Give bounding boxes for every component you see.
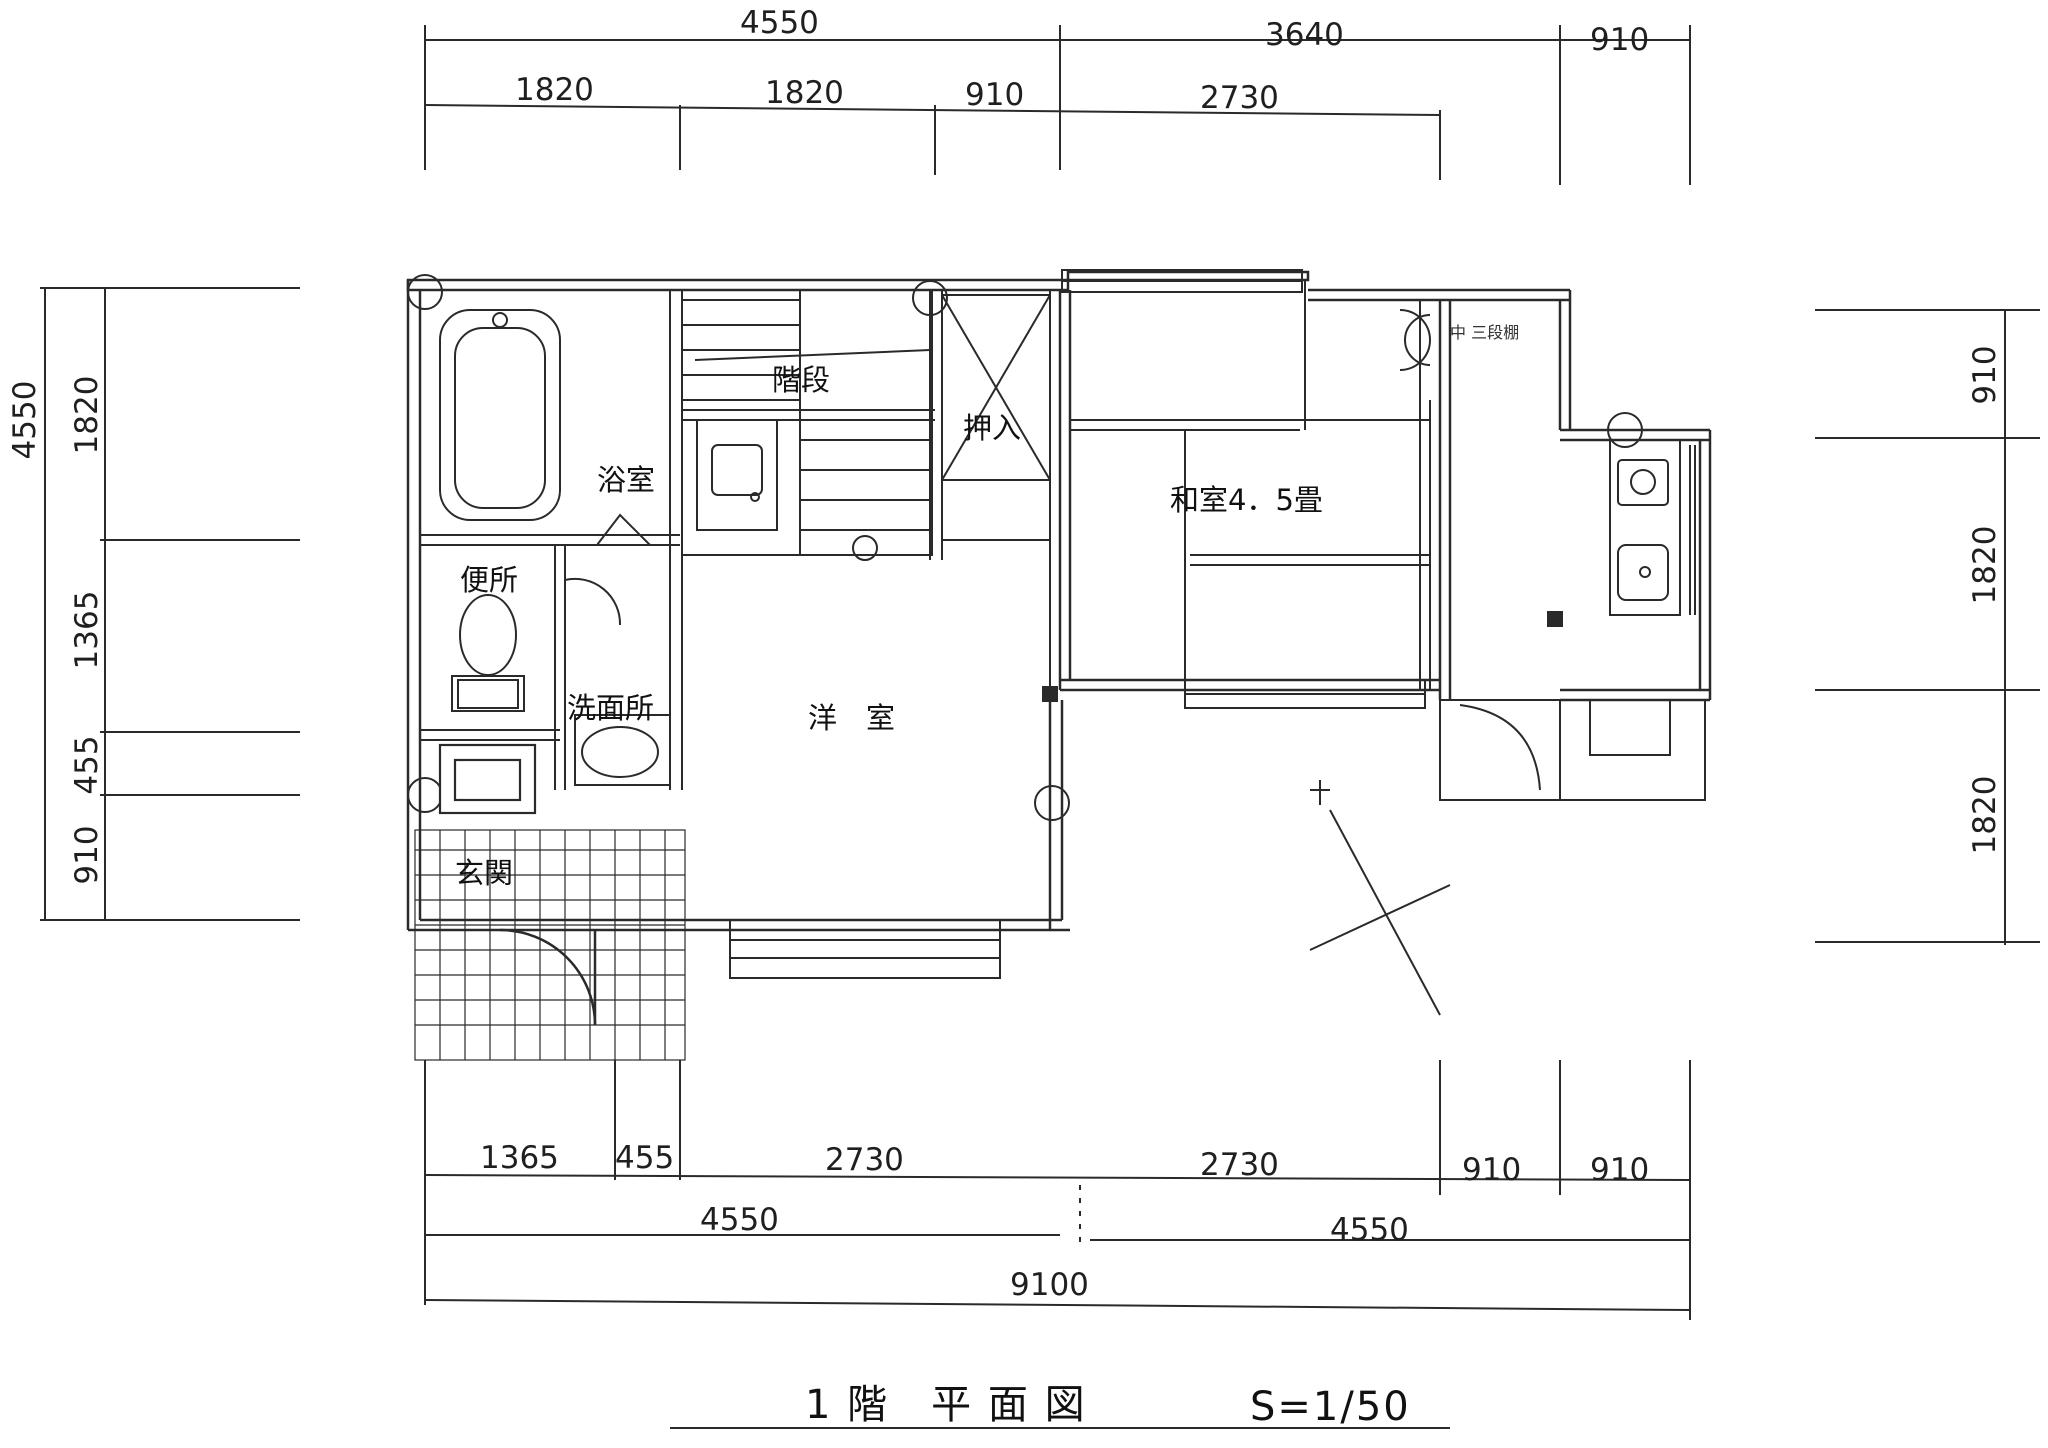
entrance-box xyxy=(438,743,537,815)
bottom-dimension-lines xyxy=(424,1060,1691,1320)
outer-walls xyxy=(406,270,1712,932)
label-stairs: 階段 xyxy=(772,363,830,397)
dim-left-seg-3: 910 xyxy=(69,825,105,884)
dim-left-total: 4550 xyxy=(7,381,43,460)
dim-left-0-wrap: 1820 xyxy=(69,376,105,455)
dim-bottom-total: 9100 xyxy=(1010,1267,1089,1303)
dim-top-row2-3: 2730 xyxy=(1200,80,1279,116)
dim-left-seg-1: 1365 xyxy=(69,591,105,670)
dim-left-seg-0: 1820 xyxy=(69,376,105,455)
appliance-box-icon xyxy=(696,419,778,531)
drawing-title: 1 階 平 面 図 xyxy=(805,1382,1087,1428)
dim-bottom-4550b: 4550 xyxy=(1330,1212,1409,1248)
label-bath: 浴室 xyxy=(597,463,655,497)
dim-right-2-wrap: 1820 xyxy=(1967,776,2003,855)
dim-right-1-wrap: 1820 xyxy=(1967,526,2003,605)
kitchen-door-swing xyxy=(1399,309,1431,371)
dim-left-2-wrap: 455 xyxy=(69,735,105,794)
dim-bottom-4550a: 4550 xyxy=(700,1202,779,1238)
dim-top-row2-0: 1820 xyxy=(515,72,594,108)
label-entrance: 玄関 xyxy=(455,856,513,890)
dim-top-overall-right: 910 xyxy=(1590,22,1649,58)
label-washitsu: 和室4．5畳 xyxy=(1170,483,1323,517)
dim-left-3-wrap: 910 xyxy=(69,825,105,884)
dim-left-total-wrap: 4550 xyxy=(7,381,43,460)
kitchen-counter xyxy=(1609,439,1681,616)
entrance-door-swing xyxy=(499,928,597,1026)
dim-top-row2-1: 1820 xyxy=(765,75,844,111)
label-western: 洋 室 xyxy=(808,701,895,735)
dim-left-seg-2: 455 xyxy=(69,735,105,794)
dim-left-1-wrap: 1365 xyxy=(69,591,105,670)
label-toilet: 便所 xyxy=(460,563,518,597)
drawing-scale: S=1/50 xyxy=(1250,1384,1411,1430)
closet-cross xyxy=(941,294,1051,541)
dim-right-seg-0: 910 xyxy=(1967,345,2003,404)
structural-columns xyxy=(407,274,1643,821)
dim-right-0-wrap: 910 xyxy=(1967,345,2003,404)
entrance-tiles xyxy=(414,829,686,1061)
tatami-mats xyxy=(1070,290,1430,680)
bathtub xyxy=(439,309,561,521)
dim-right-seg-2: 1820 xyxy=(1967,776,2003,855)
left-dimension-lines xyxy=(40,287,300,921)
right-dimension-lines xyxy=(1815,309,2040,945)
north-arrow-icon xyxy=(1309,780,1451,1016)
dim-bottom-2730a: 2730 xyxy=(825,1142,904,1178)
dim-top-overall-mid: 3640 xyxy=(1265,17,1344,53)
dim-top-overall-left: 4550 xyxy=(740,5,819,41)
dim-bottom-910b: 910 xyxy=(1590,1152,1649,1188)
stairs xyxy=(681,289,933,561)
dim-bottom-910a: 910 xyxy=(1462,1152,1521,1188)
toilet-door-swing xyxy=(564,577,622,626)
utility-area xyxy=(1439,699,1706,801)
label-closet: 押入 xyxy=(963,411,1021,445)
windows xyxy=(729,269,1696,979)
label-kitchen-note: 中 三段棚 xyxy=(1450,323,1519,342)
top-dimension-lines xyxy=(424,25,1691,185)
label-washroom: 洗面所 xyxy=(567,691,654,725)
dim-bottom-455: 455 xyxy=(615,1140,674,1176)
bath-door-icon xyxy=(596,513,651,546)
dim-right-seg-1: 1820 xyxy=(1967,526,2003,605)
kitchen-door-swing-2 xyxy=(1404,314,1431,366)
dim-bottom-1365: 1365 xyxy=(480,1140,559,1176)
dim-bottom-2730b: 2730 xyxy=(1200,1147,1279,1183)
washbasin-icon xyxy=(574,714,671,786)
dim-top-row2-2: 910 xyxy=(965,77,1024,113)
toilet-icon xyxy=(451,594,525,712)
